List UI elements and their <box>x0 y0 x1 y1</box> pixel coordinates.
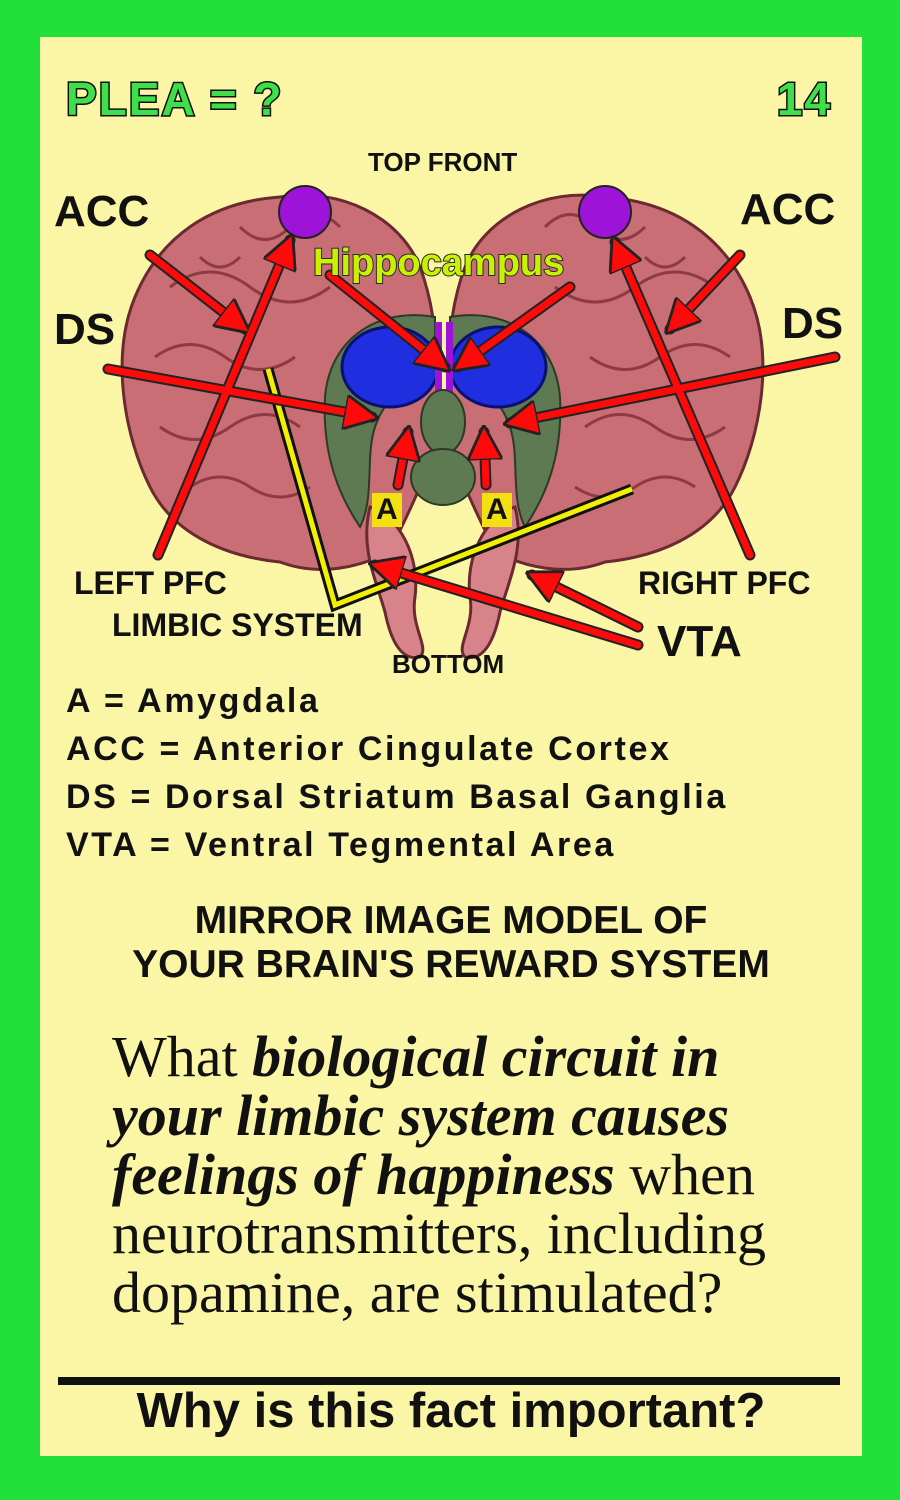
heading-line: YOUR BRAIN'S REWARD SYSTEM <box>40 943 862 987</box>
label-amygdala-right: A <box>482 493 512 527</box>
label-acc-right: ACC <box>740 185 835 235</box>
model-heading: MIRROR IMAGE MODEL OF YOUR BRAIN'S REWAR… <box>40 899 862 987</box>
label-ds-right: DS <box>782 299 843 349</box>
heading-line: MIRROR IMAGE MODEL OF <box>40 899 862 943</box>
label-ds-left: DS <box>54 305 115 355</box>
arrow-amygdala-right <box>484 432 486 485</box>
legend-item: DS = Dorsal Striatum Basal Ganglia <box>66 773 728 821</box>
legend-item: A = Amygdala <box>66 677 728 725</box>
label-amygdala-left: A <box>372 493 402 527</box>
label-bottom: BOTTOM <box>392 649 504 680</box>
footer-prompt: Why is this fact important? <box>40 1383 862 1439</box>
label-acc-left: ACC <box>54 187 149 237</box>
card-number: 14 <box>777 72 832 126</box>
card: PLEA = ? 14 TOP FRONT ACC ACC DS DS Hipp… <box>40 37 862 1456</box>
legend-item: ACC = Anterior Cingulate Cortex <box>66 725 728 773</box>
label-hippocampus: Hippocampus <box>313 242 564 285</box>
left-striatum <box>342 327 438 407</box>
question-text: What biological circuit in your limbic s… <box>112 1027 832 1322</box>
label-left-pfc: LEFT PFC <box>74 565 227 602</box>
label-right-pfc: RIGHT PFC <box>638 565 810 602</box>
left-acc-marker <box>279 186 331 238</box>
label-limbic-system: LIMBIC SYSTEM <box>112 607 363 644</box>
right-acc-marker <box>579 186 631 238</box>
card-title: PLEA = ? <box>66 72 284 126</box>
legend: A = Amygdala ACC = Anterior Cingulate Co… <box>66 677 728 869</box>
legend-item: VTA = Ventral Tegmental Area <box>66 821 728 869</box>
question-part: What <box>112 1024 252 1089</box>
label-top-front: TOP FRONT <box>368 147 517 178</box>
label-vta: VTA <box>657 617 742 667</box>
